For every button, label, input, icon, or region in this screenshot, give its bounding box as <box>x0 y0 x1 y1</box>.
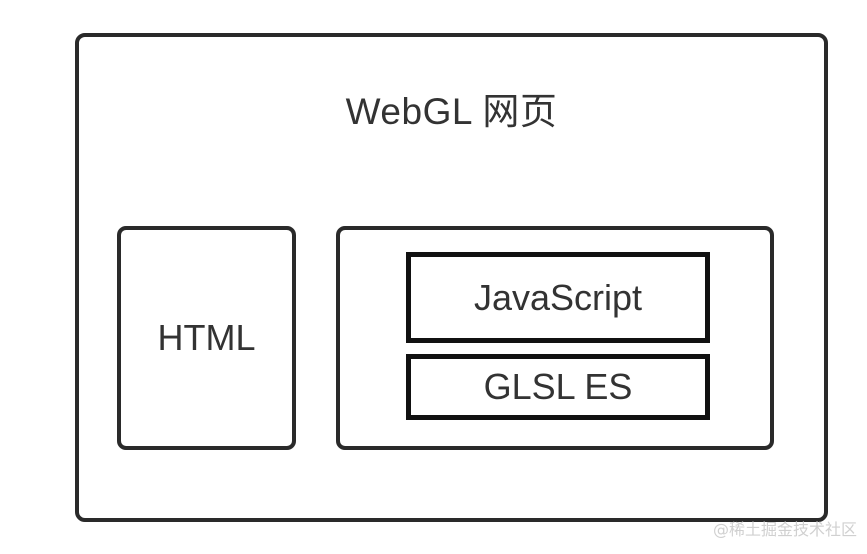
glsl-es-label: GLSL ES <box>483 366 633 407</box>
html-box: HTML <box>117 226 296 450</box>
html-label: HTML <box>157 317 256 358</box>
javascript-box: JavaScript <box>406 252 710 343</box>
javascript-label: JavaScript <box>473 276 643 318</box>
watermark: @稀土掘金技术社区 <box>712 520 857 539</box>
diagram-title: WebGL 网页 <box>345 91 558 132</box>
glsl-es-box: GLSL ES <box>406 354 710 420</box>
